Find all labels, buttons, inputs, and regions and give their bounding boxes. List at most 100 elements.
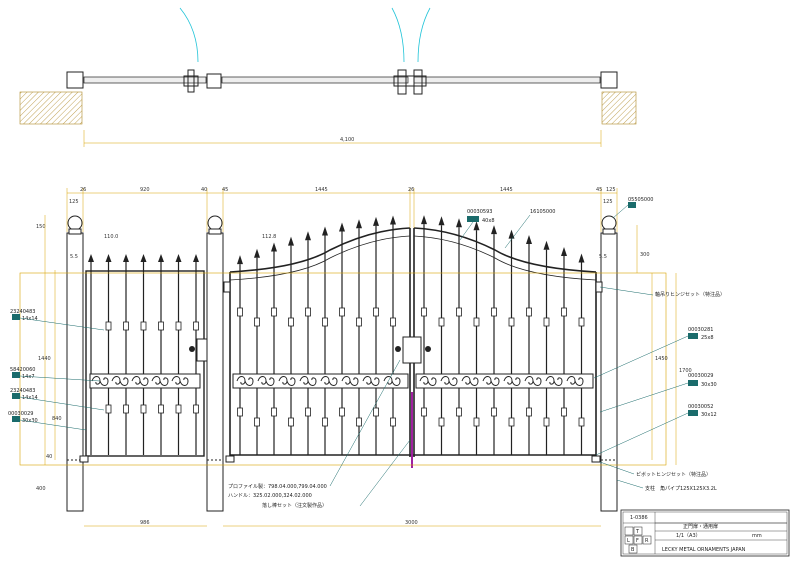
dim-top-0: 26 — [80, 187, 86, 193]
finial-icon — [322, 226, 328, 236]
scroll-ornament — [482, 376, 500, 386]
collar-ornament — [456, 307, 462, 317]
hinge-icon — [595, 281, 603, 293]
finial-icon — [526, 234, 532, 244]
post-left — [66, 232, 84, 512]
title-initial-l: L — [627, 538, 630, 544]
scroll-ornament — [257, 376, 275, 386]
finial-icon — [339, 222, 345, 232]
collar-ornament — [175, 404, 182, 414]
collar-ornament — [175, 321, 182, 331]
collar-ornament — [373, 407, 379, 417]
callout-left-code-2: 23240483 — [10, 388, 35, 394]
finial-icon — [561, 247, 567, 257]
collar-ornament — [421, 307, 427, 317]
drawing-unit: mm — [752, 533, 762, 539]
scroll-ornament — [151, 376, 169, 386]
pivot-hinge-icon — [225, 455, 235, 463]
dim-top-5: 26 — [408, 187, 414, 193]
dim-side-125: 125 — [69, 199, 79, 205]
collar-ornament — [339, 307, 345, 317]
collar-ornament — [339, 407, 345, 417]
plan-post-mid-left — [206, 73, 222, 89]
callout-left-spec-2: 14x14 — [22, 395, 38, 401]
dim-top-1: 920 — [140, 187, 150, 193]
dim-top-4: 1445 — [315, 187, 328, 193]
main-gate-scroll-band-left — [232, 373, 409, 389]
collar-ornament — [491, 307, 497, 317]
scroll-ornament — [320, 376, 338, 386]
callout-right-spec-2: 30x12 — [701, 412, 717, 418]
callout-top-code-1: 16105000 — [530, 209, 555, 215]
collar-ornament — [421, 407, 427, 417]
dim-side-5-5-left: 5.5 — [70, 254, 78, 260]
collar-ornament — [140, 404, 147, 414]
collar-ornament — [158, 404, 164, 414]
main-gate-lock — [402, 336, 422, 364]
left-ground-hatch — [19, 91, 83, 125]
finial-icon — [578, 253, 585, 263]
small-gate-scrolls — [91, 376, 189, 386]
finial-icon — [390, 215, 396, 225]
callout-right-code-0: 00030281 — [688, 327, 713, 333]
collar-ornament — [237, 307, 243, 317]
callout-left-code-3: 00030029 — [8, 411, 33, 417]
top-dimension-chain — [66, 188, 618, 232]
plan-overall-width: 4,100 — [340, 137, 354, 143]
collar-ornament — [438, 417, 445, 427]
collar-ornament — [543, 417, 550, 427]
finial-icon — [543, 240, 550, 250]
main-gate-bars — [237, 215, 585, 455]
collar-ornament — [390, 317, 396, 327]
pivot-hinge-icon — [591, 455, 601, 463]
collar-ornament — [123, 404, 129, 414]
finial-icon — [193, 254, 199, 262]
finial-icon — [175, 254, 182, 262]
collar-ornament — [456, 407, 462, 417]
scroll-ornament — [566, 376, 584, 386]
collar-ornament — [526, 307, 532, 317]
collar-ornament — [271, 407, 277, 417]
collar-ornament — [305, 407, 311, 417]
finial-icon — [271, 242, 277, 252]
collar-ornament — [288, 317, 294, 327]
collar-ornament — [193, 404, 199, 414]
collar-ornament — [561, 407, 567, 417]
dim-left-400: 400 — [36, 486, 46, 492]
main-gate-scrolls — [236, 376, 584, 386]
dim-top-3: 45 — [222, 187, 228, 193]
scroll-ornament — [111, 376, 129, 386]
swing-arc-center-a — [391, 7, 405, 63]
callout-post: 支柱 角パイプ125X125X3.2L — [645, 485, 717, 492]
hinge-icon — [223, 281, 231, 293]
plan-post-right — [600, 71, 618, 89]
scroll-ornament — [362, 376, 380, 386]
callout-profile: プロファイル製：798.04.000,799.04.000 — [228, 483, 327, 490]
collar-ornament — [508, 417, 515, 427]
callout-right-spec-0: 25x8 — [701, 335, 714, 341]
dim-top-7: 45 — [596, 187, 602, 193]
dim-top-6: 1445 — [500, 187, 513, 193]
finial-icon — [88, 254, 94, 262]
scroll-ornament — [461, 376, 479, 386]
collar-ornament — [271, 307, 277, 317]
scroll-ornament — [503, 376, 521, 386]
collar-ornament — [561, 307, 567, 317]
company-name: LECKY METAL ORNAMENTS JAPAN — [662, 547, 746, 553]
collar-ornament — [356, 417, 362, 427]
finial-icon — [288, 236, 294, 246]
post-cap-ball-left — [67, 215, 83, 231]
scroll-ornament — [171, 376, 189, 386]
dim-right-300: 300 — [640, 252, 650, 258]
collar-ornament — [578, 417, 585, 427]
callouts-right: 軸吊りヒンジセット（特注品） 00030281 25x8 00030029 30… — [593, 286, 725, 492]
finial-icon — [508, 229, 515, 239]
plan-latch-center — [393, 69, 427, 95]
callout-right-spec-1: 30x30 — [701, 382, 717, 388]
post-mid — [206, 232, 224, 512]
collar-ornament — [578, 317, 585, 327]
finial-icon — [438, 216, 445, 226]
right-ground-hatch — [601, 91, 637, 125]
callout-right-code-1: 00030029 — [688, 373, 713, 379]
drawing-number: 1-0386 — [630, 515, 648, 521]
